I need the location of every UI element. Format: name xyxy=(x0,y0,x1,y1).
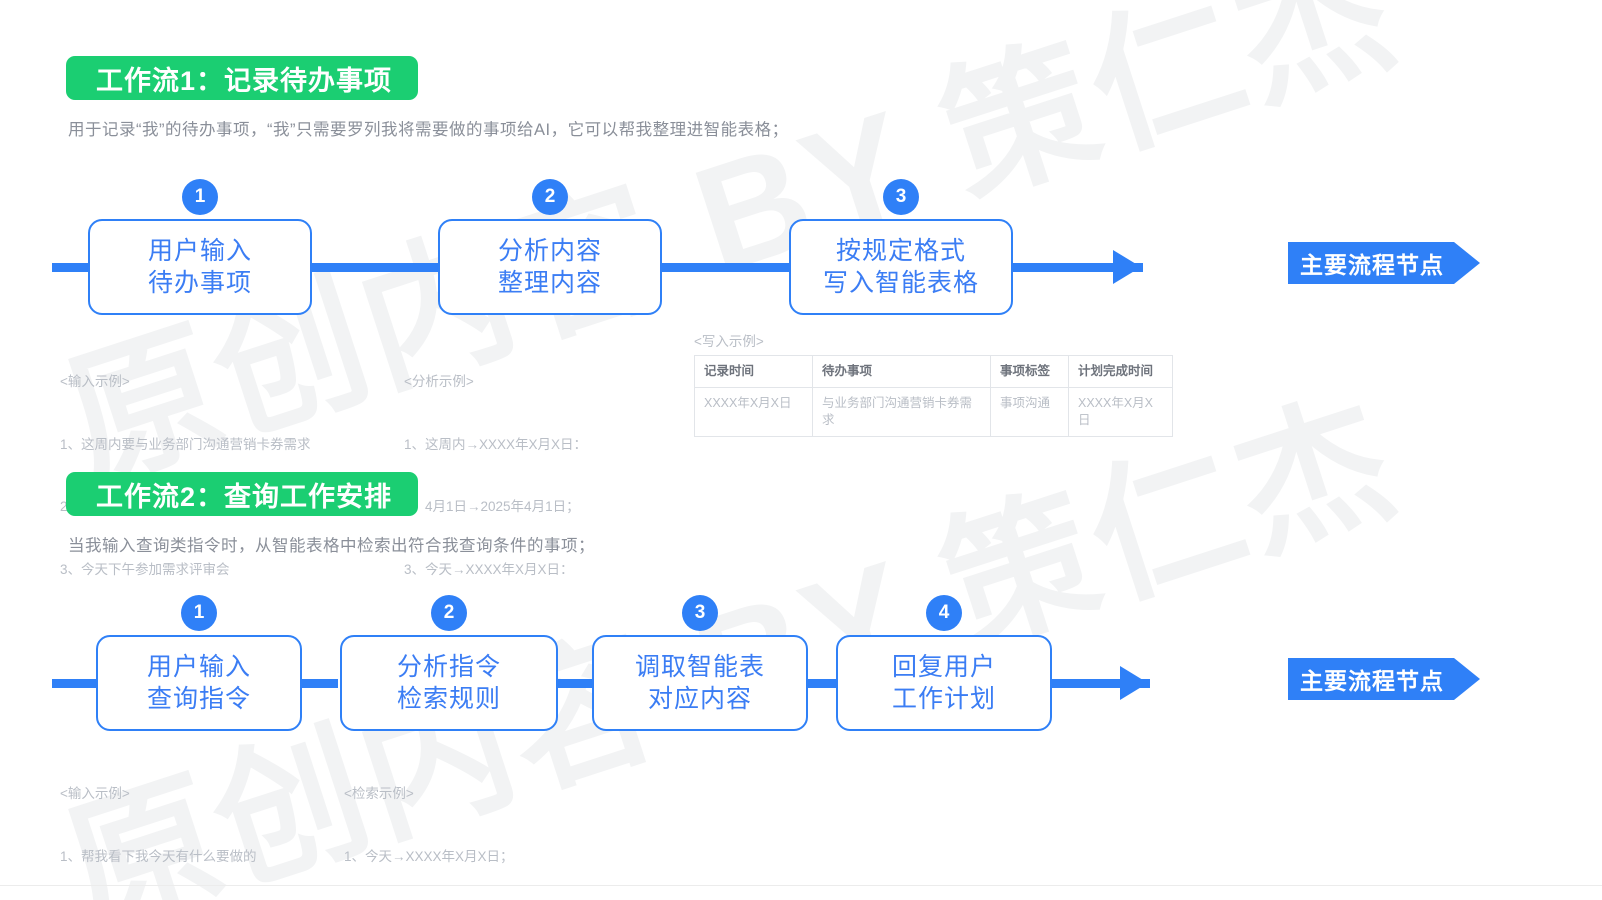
note-input-example-2: <输入示例> 1、帮我看下我今天有什么要做的 xyxy=(60,742,257,900)
flow2-node-3-line2: 对应内容 xyxy=(647,685,752,713)
legend-label: 主要流程节点 xyxy=(1288,658,1454,700)
note-line: 1、这周内要与业务部门沟通营销卡券需求 xyxy=(60,436,311,452)
step-badge-1: 1 xyxy=(181,595,217,631)
flow-node-3-line1: 按规定格式 xyxy=(835,237,966,265)
flow-node-2-line1: 分析内容 xyxy=(497,237,602,265)
flow2-arrow-head xyxy=(1120,666,1148,700)
flow-node-1[interactable]: 1 用户输入 待办事项 xyxy=(88,179,312,315)
workflow-2-title: 工作流2：查询工作安排 xyxy=(66,472,419,516)
note-line: 3、今天下午参加需求评审会 xyxy=(60,562,230,578)
step-badge-3: 3 xyxy=(682,595,718,631)
flow2-rail-end xyxy=(1050,679,1150,688)
table-cell: 事项沟通 xyxy=(990,386,1069,437)
flow-rail-2-3 xyxy=(662,263,808,272)
flow2-node-1-line1: 用户输入 xyxy=(146,653,251,681)
note-title: <输入示例> xyxy=(60,373,130,389)
note-line: 2、4月1日→2025年4月1日； xyxy=(404,499,580,515)
table-header-cell: 事项标签 xyxy=(990,355,1069,388)
flow2-node-3[interactable]: 3 调取智能表 对应内容 xyxy=(592,595,808,731)
legend-arrow-icon xyxy=(1454,658,1480,700)
flow2-node-2-line1: 分析指令 xyxy=(396,653,501,681)
write-example-title: <写入示例> xyxy=(694,334,764,349)
legend-main-flow-node: 主要流程节点 xyxy=(1288,242,1480,284)
note-retrieval-example: <检索示例> 1、今天→XXXX年X月X日； 2、检索完成时间为XXXX年X月X… xyxy=(344,742,554,900)
note-title: <输入示例> xyxy=(60,785,130,801)
workflow-2-description: 当我输入查询类指令时，从智能表格中检索出符合我查询条件的事项； xyxy=(68,537,595,555)
flow-arrow-head xyxy=(1113,250,1141,284)
flow2-rail-start xyxy=(52,679,100,688)
note-title: <检索示例> xyxy=(344,785,414,801)
legend-main-flow-node-2: 主要流程节点 xyxy=(1288,658,1480,700)
flow-rail-end xyxy=(1013,263,1143,272)
flow2-node-2[interactable]: 2 分析指令 检索规则 xyxy=(340,595,558,731)
workflow-2-flow: 1 用户输入 查询指令 2 分析指令 检索规则 3 调取智能表 对应内容 4 回… xyxy=(0,595,1602,751)
table-cell: 与业务部门沟通营销卡券需求 xyxy=(812,386,991,437)
note-analysis-example: <分析示例> 1、这周内→XXXX年X月X日： 2、4月1日→2025年4月1日… xyxy=(404,330,587,623)
flow2-node-1-line2: 查询指令 xyxy=(146,685,251,713)
table-header-cell: 记录时间 xyxy=(694,355,813,388)
table-header-row: 记录时间 待办事项 事项标签 计划完成时间 xyxy=(694,355,1173,388)
flow-rail-1-2 xyxy=(311,263,453,272)
workflow-1-flow: 1 用户输入 待办事项 2 分析内容 整理内容 3 按规定格式 写入智能表格 xyxy=(0,179,1602,335)
table-cell: XXXX年X月X日 xyxy=(1068,386,1173,437)
flow2-rail-1-2 xyxy=(298,679,338,688)
workflow-1-description: 用于记录“我”的待办事项，“我”只需要罗列我将需要做的事项给AI，它可以帮我整理… xyxy=(68,121,789,139)
flow2-node-4-line2: 工作计划 xyxy=(891,685,996,713)
table-header-cell: 计划完成时间 xyxy=(1068,355,1173,388)
bottom-divider xyxy=(0,885,1602,886)
flow2-node-1[interactable]: 1 用户输入 查询指令 xyxy=(96,595,302,731)
step-badge-2: 2 xyxy=(532,179,568,215)
step-badge-2: 2 xyxy=(431,595,467,631)
flow2-node-2-line2: 检索规则 xyxy=(396,685,501,713)
flow-rail-start xyxy=(52,263,120,272)
step-badge-1: 1 xyxy=(182,179,218,215)
table-cell: XXXX年X月X日 xyxy=(694,386,813,437)
step-badge-3: 3 xyxy=(883,179,919,215)
legend-arrow-icon xyxy=(1454,242,1480,284)
write-example-block: <写入示例> 记录时间 待办事项 事项标签 计划完成时间 XXXX年X月X日 xyxy=(694,330,1173,437)
flow-node-3[interactable]: 3 按规定格式 写入智能表格 xyxy=(789,179,1013,315)
note-title: <分析示例> xyxy=(404,373,474,389)
flow-node-2-line2: 整理内容 xyxy=(497,269,602,297)
note-line: 1、这周内→XXXX年X月X日： xyxy=(404,436,588,452)
legend-label: 主要流程节点 xyxy=(1288,242,1454,284)
flow-node-1-line1: 用户输入 xyxy=(147,237,252,265)
flow2-rail-2-3 xyxy=(556,679,594,688)
flow-node-2[interactable]: 2 分析内容 整理内容 xyxy=(438,179,662,315)
flow2-node-3-line1: 调取智能表 xyxy=(634,653,765,681)
write-example-table: 记录时间 待办事项 事项标签 计划完成时间 XXXX年X月X日 与业务部门沟通营… xyxy=(694,355,1173,437)
table-header-cell: 待办事项 xyxy=(812,355,991,388)
flow-node-1-line2: 待办事项 xyxy=(147,269,252,297)
step-badge-4: 4 xyxy=(926,595,962,631)
workflow-1-title: 工作流1：记录待办事项 xyxy=(66,56,419,100)
flow2-node-4[interactable]: 4 回复用户 工作计划 xyxy=(836,595,1052,731)
flow-node-3-line2: 写入智能表格 xyxy=(822,269,979,297)
note-line: 3、今天→XXXX年X月X日： xyxy=(404,562,574,578)
note-line: 1、今天→XXXX年X月X日； xyxy=(344,848,514,864)
flow2-node-4-line1: 回复用户 xyxy=(891,653,996,681)
table-row: XXXX年X月X日 与业务部门沟通营销卡券需求 事项沟通 XXXX年X月X日 xyxy=(694,386,1173,437)
note-line: 1、帮我看下我今天有什么要做的 xyxy=(60,848,257,864)
flow2-rail-3-4 xyxy=(806,679,838,688)
